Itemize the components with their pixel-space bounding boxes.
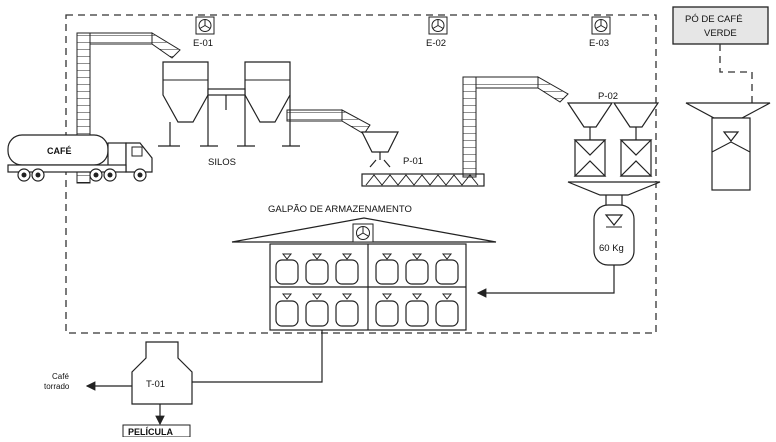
po-dashed-line	[719, 44, 753, 103]
label-e02: E-02	[426, 38, 446, 49]
fan-icon	[428, 16, 448, 35]
sack-to-warehouse-line	[476, 265, 615, 298]
coffee-truck	[7, 134, 153, 182]
fan-icon	[591, 16, 611, 35]
label-po-de-cafe-2: VERDE	[704, 28, 737, 39]
label-cafe-truck: CAFÉ	[47, 146, 72, 156]
label-t01: T-01	[146, 379, 165, 390]
roaster-t01	[131, 341, 193, 405]
label-p01: P-01	[403, 156, 423, 167]
bagging-funnel	[567, 181, 661, 205]
silo-left	[158, 61, 218, 147]
label-po-de-cafe-1: PÓ DE CAFÉ	[685, 14, 743, 25]
warehouse-to-roaster-line	[192, 330, 323, 383]
label-e03: E-03	[589, 38, 609, 49]
fan-icon	[195, 16, 215, 35]
label-60kg: 60 Kg	[599, 243, 624, 254]
plant-boundary	[65, 14, 657, 334]
elevator-conveyor-3	[462, 76, 569, 178]
label-galpao: GALPÃO DE ARMAZENAMENTO	[268, 204, 412, 215]
silo-right	[237, 61, 300, 147]
label-cafe-torrado-2: torrado	[44, 382, 70, 391]
label-p02: P-02	[598, 91, 618, 102]
silo-bridge	[207, 88, 246, 96]
sack-60kg	[593, 204, 635, 266]
outside-hopper	[685, 102, 771, 191]
label-cafe-torrado-1: Café	[52, 372, 69, 381]
inclined-conveyor-2	[286, 109, 371, 135]
label-e01: E-01	[193, 38, 213, 49]
po-de-cafe-box	[672, 6, 769, 45]
screw-conveyor	[361, 173, 485, 187]
fan-icon	[352, 223, 374, 243]
hopper-p02-right	[612, 102, 660, 177]
label-pelicula: PELÍCULA	[128, 427, 174, 437]
hopper-p01	[361, 131, 399, 168]
label-silos: SILOS	[208, 157, 236, 168]
hopper-p02-left	[566, 102, 614, 177]
stacked-sacks	[275, 253, 459, 327]
